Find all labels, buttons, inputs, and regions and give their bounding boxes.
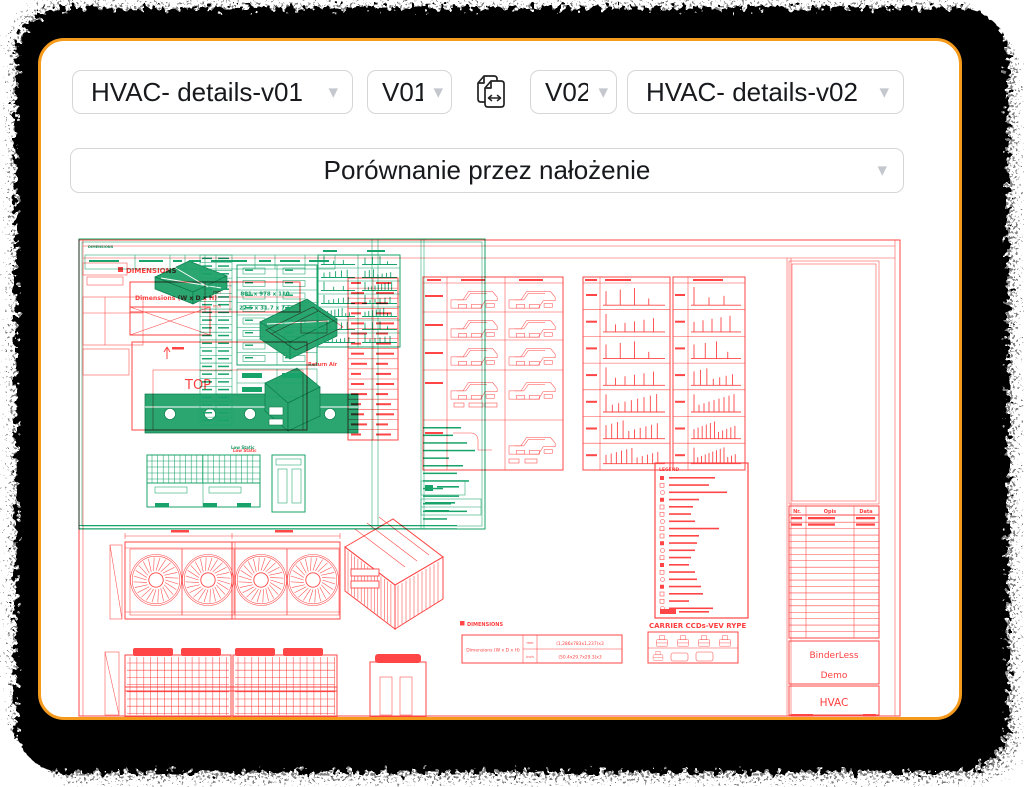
left-version-label: V01 (382, 76, 423, 107)
comparison-card: HVAC- details-v01 ▾ V01 ▾ V (38, 38, 962, 720)
v02-unit-inch-2: inch (526, 655, 534, 659)
right-version-label: V02 (545, 76, 589, 107)
project-title-line1: BinderLess (809, 651, 858, 661)
v02-unit-mm: mm (213, 290, 221, 295)
right-document-select[interactable]: HVAC- details-v02 ▾ (627, 70, 904, 114)
right-version-select[interactable]: V02 ▾ (530, 70, 617, 114)
chevron-down-icon: ▾ (598, 81, 608, 103)
revision-col-data: Data (859, 509, 872, 515)
left-document-select[interactable]: HVAC- details-v01 ▾ (72, 70, 353, 114)
v02-return-air-label: Return Air (308, 362, 338, 368)
chevron-down-icon: ▾ (877, 160, 887, 181)
comparison-mode-select[interactable]: Porównanie przez nałożenie ▾ (70, 148, 904, 193)
left-document-label: HVAC- details-v01 (91, 76, 303, 107)
v02-dimensions-heading: DIMENSIONS (126, 267, 177, 275)
project-title-line3: HVAC (820, 697, 849, 709)
cad-overlay-drawing: DIMENSIONS (78, 238, 901, 717)
compare-versions-icon[interactable] (465, 71, 511, 113)
v01-low-static-label: Low Static (231, 445, 255, 450)
v02-dimensions-label-2: Dimensions (W x D x H) (466, 648, 520, 654)
right-document-label: HVAC- details-v02 (646, 76, 858, 107)
v02-dim-value-mm: (1,286x783x1,237)x3 (556, 641, 604, 647)
chevron-down-icon: ▾ (879, 81, 889, 103)
v02-dimensions-label: Dimensions (W x D x H) (135, 295, 217, 302)
chevron-down-icon: ▾ (433, 81, 443, 103)
v02-carrier-line: CARRIER CCDs-VEV RYPE (649, 622, 746, 630)
v02-legend-title: LEGEND (659, 467, 679, 473)
drawing-version-v02: DIMENSIONS Dimensions (W x D x H) mm inc… (78, 239, 901, 717)
v02-unit-inch: inch (213, 304, 222, 309)
revision-col-opis: Opis (824, 509, 837, 515)
overlay-comparison-viewport[interactable]: DIMENSIONS (75, 237, 905, 717)
v02-dim-value-inch: (50.4x29.7x29.3)x3 (558, 655, 602, 661)
left-version-select[interactable]: V01 ▾ (367, 70, 452, 114)
v02-low-static-label: Low Static (233, 448, 257, 453)
v02-unit-mm-2: mm (526, 641, 534, 645)
revision-col-nr: Nr. (793, 509, 801, 515)
v01-dimensions-heading: DIMENSIONS (88, 245, 114, 249)
project-title-line2: Demo (821, 671, 848, 681)
chevron-down-icon: ▾ (328, 81, 338, 103)
v02-top-view-label: TOP (184, 378, 211, 393)
v02-dimensions-heading-2: DIMENSIONS (467, 622, 503, 628)
comparison-mode-label: Porównanie przez nałożenie (323, 155, 651, 185)
